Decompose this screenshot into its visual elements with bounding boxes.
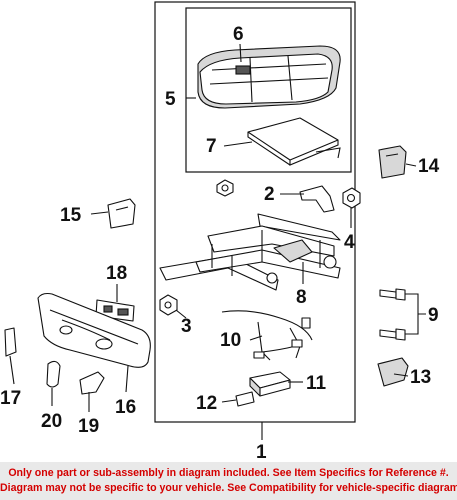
part-15-cover <box>107 198 136 229</box>
part-2-bracket <box>299 185 335 213</box>
disclaimer-line-2: Diagram may not be specific to your vehi… <box>0 482 457 494</box>
disclaimer-banner: Only one part or sub-assembly in diagram… <box>0 462 457 500</box>
callout-4: 4 <box>344 232 355 253</box>
callout-labels: 6 5 7 14 15 2 4 8 3 10 11 12 9 13 18 16 … <box>0 24 440 462</box>
callout-10: 10 <box>220 330 241 351</box>
callout-15: 15 <box>60 205 82 226</box>
callout-6: 6 <box>233 24 244 45</box>
callout-20: 20 <box>41 411 62 432</box>
callout-14: 14 <box>418 156 440 177</box>
callout-11: 11 <box>306 373 327 394</box>
part-4-nut <box>342 187 361 209</box>
part-12-clip <box>235 391 255 407</box>
callout-13: 13 <box>410 367 431 388</box>
callout-7: 7 <box>206 136 217 157</box>
cushion-subassembly-frame <box>185 7 352 173</box>
nut-part <box>216 179 234 197</box>
part-11-module <box>249 371 291 397</box>
callout-17: 17 <box>0 388 21 409</box>
callout-19: 19 <box>78 416 99 437</box>
part-16-side-shield <box>37 292 151 368</box>
callout-16: 16 <box>115 397 136 418</box>
part-19-knob <box>79 371 105 395</box>
callout-18: 18 <box>106 263 127 284</box>
leader-lines <box>9 43 426 440</box>
callout-5: 5 <box>165 89 176 110</box>
seat-parts-diagram: 6 5 7 14 15 2 4 8 3 10 11 12 9 13 18 16 … <box>0 1 440 462</box>
seat-track-frame-part <box>159 213 341 291</box>
callout-9: 9 <box>428 305 439 326</box>
part-9-bolts <box>379 288 406 341</box>
callout-8: 8 <box>296 287 307 308</box>
part-13-cover <box>377 357 409 387</box>
wire-harness-part <box>221 310 313 361</box>
assembly-frame <box>154 1 356 423</box>
seat-cushion-part <box>197 45 341 109</box>
callout-2: 2 <box>264 184 275 205</box>
part-3-nut <box>159 294 178 316</box>
part-14-bracket <box>378 145 407 179</box>
callout-3: 3 <box>181 316 192 337</box>
part-17-trim <box>4 327 17 357</box>
callout-1: 1 <box>256 442 267 462</box>
part-20-knob <box>46 360 61 388</box>
cushion-pad-part <box>247 117 341 166</box>
callout-12: 12 <box>196 393 217 414</box>
disclaimer-line-1: Only one part or sub-assembly in diagram… <box>8 467 449 479</box>
